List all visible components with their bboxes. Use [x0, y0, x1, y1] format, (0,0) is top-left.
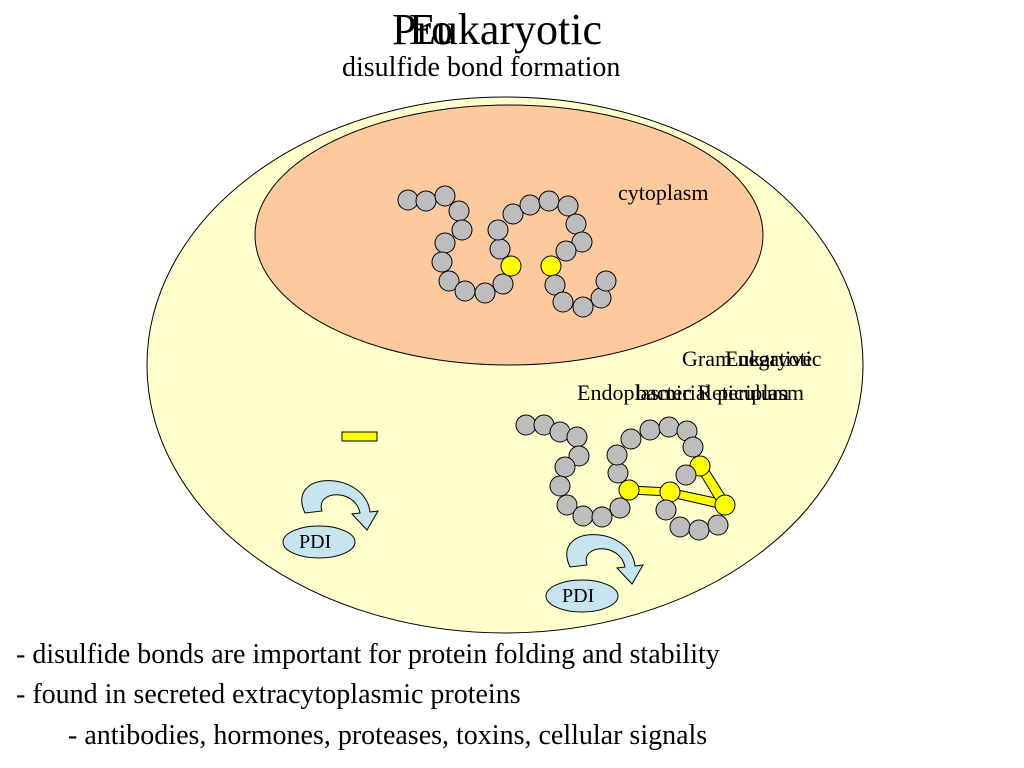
cysteine-residue — [714, 494, 736, 516]
amino-acid-residue — [591, 506, 613, 528]
amino-acid-residue — [568, 445, 590, 467]
amino-acid-residue — [454, 280, 476, 302]
amino-acid-residue — [688, 519, 710, 541]
title-overlay-pro: Pro — [392, 5, 454, 54]
amino-acid-residue — [655, 499, 677, 521]
amino-acid-residue — [557, 195, 579, 217]
amino-acid-residue — [555, 240, 577, 262]
bullet-2: - found in secreted extracytoplasmic pro… — [16, 679, 521, 710]
amino-acid-residue — [552, 291, 574, 313]
yellow-marker — [341, 431, 378, 442]
amino-acid-residue — [487, 219, 509, 241]
cytoplasm-label: cytoplasm — [618, 180, 709, 205]
cysteine-residue — [659, 481, 681, 503]
amino-acid-residue — [669, 516, 691, 538]
amino-acid-residue — [572, 296, 594, 318]
cytoplasm-compartment — [254, 104, 764, 366]
amino-acid-residue — [544, 274, 566, 296]
amino-acid-residue — [502, 203, 524, 225]
amino-acid-residue — [556, 494, 578, 516]
amino-acid-residue — [620, 428, 642, 450]
amino-acid-residue — [566, 426, 588, 448]
outer-label-er: Endoplasmic Reticulum — [577, 380, 790, 405]
amino-acid-residue — [595, 270, 617, 292]
pdi-left-arrow — [301, 480, 379, 531]
page-title: Eukaryotic — [409, 5, 603, 54]
cytoplasm-protein-chain — [397, 185, 617, 318]
bullet-1: - disulfide bonds are important for prot… — [16, 639, 720, 670]
amino-acid-residue — [658, 416, 680, 438]
cysteine-residue — [618, 479, 640, 501]
cysteine-residue — [500, 255, 522, 277]
amino-acid-residue — [675, 464, 697, 486]
pdi-right-arrow — [566, 534, 644, 585]
amino-acid-residue — [639, 419, 661, 441]
amino-acid-residue — [554, 456, 576, 478]
amino-acid-residue — [538, 190, 560, 212]
amino-acid-residue — [448, 200, 470, 222]
amino-acid-residue — [434, 232, 456, 254]
outer-label-gram-negative: Gram negative — [682, 346, 813, 371]
amino-acid-residue — [434, 185, 456, 207]
amino-acid-residue — [492, 273, 514, 295]
pdi-left-oval — [282, 525, 356, 559]
amino-acid-residue — [415, 190, 437, 212]
amino-acid-residue — [565, 213, 587, 235]
pdi-right-oval — [545, 579, 619, 613]
bullet-3: - antibodies, hormones, proteases, toxin… — [68, 720, 708, 751]
amino-acid-residue — [451, 219, 473, 241]
amino-acid-residue — [397, 189, 419, 211]
outer-label-periplasm: bacterial periplasm — [636, 380, 804, 405]
amino-acid-residue — [606, 444, 628, 466]
amino-acid-residue — [572, 505, 594, 527]
amino-acid-residue — [515, 414, 537, 436]
amino-acid-residue — [474, 282, 496, 304]
pdi-left-label: PDI — [299, 531, 332, 553]
amino-acid-residue — [549, 475, 571, 497]
page-subtitle: disulfide bond formation — [342, 52, 621, 83]
cysteine-residue — [540, 255, 562, 277]
amino-acid-residue — [431, 251, 453, 273]
amino-acid-residue — [607, 462, 629, 484]
amino-acid-residue — [489, 238, 511, 260]
outer-label-eukaryotic: Eukaryotic — [725, 346, 822, 371]
amino-acid-residue — [707, 514, 729, 536]
amino-acid-residue — [682, 436, 704, 458]
amino-acid-residue — [571, 231, 593, 253]
amino-acid-residue — [519, 194, 541, 216]
pdi-right-label: PDI — [562, 585, 595, 607]
amino-acid-residue — [609, 497, 631, 519]
amino-acid-residue — [438, 270, 460, 292]
er-protein-chain — [515, 414, 736, 541]
